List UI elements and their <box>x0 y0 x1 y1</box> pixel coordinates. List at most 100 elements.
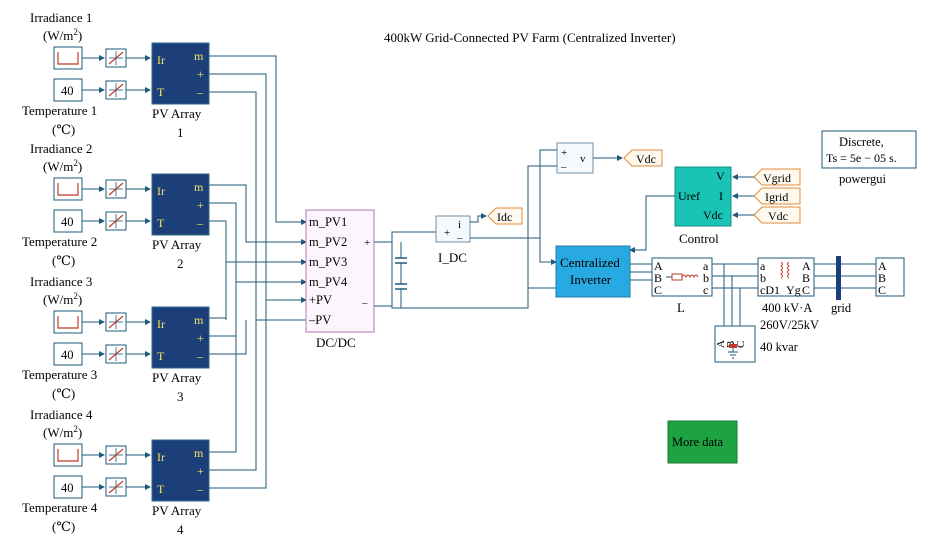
xfmr-A: A <box>802 259 811 273</box>
pv-port-t-2: T <box>157 216 165 230</box>
tag-idc[interactable]: Idc <box>487 207 523 225</box>
idc-label: I_DC <box>438 250 467 265</box>
dcdc-out-plus: + <box>364 237 370 249</box>
diagram-title: 400kW Grid-Connected PV Farm (Centralize… <box>384 30 676 45</box>
xfmr-yg: Yg <box>786 283 801 297</box>
temperature-limiter-1[interactable] <box>105 80 127 100</box>
inverter-line2: Inverter <box>570 272 612 287</box>
idc-plus: + <box>444 227 450 239</box>
pv-port-ir-1: Ir <box>157 53 165 67</box>
dcdc-converter[interactable]: m_PV1 m_PV2 m_PV3 m_PV4 +PV –PV + – DC/D… <box>305 209 375 350</box>
irradiance-limiter-1[interactable] <box>105 48 127 68</box>
pv-port-m-2: m <box>194 180 204 194</box>
grid-c: C <box>878 283 886 297</box>
inverter-line1: Centralized <box>560 255 620 270</box>
pv-port-minus-4: – <box>196 482 204 496</box>
temperature-unit-1: (℃) <box>52 122 75 137</box>
tag-vgrid[interactable]: Vgrid <box>753 168 801 186</box>
temperature-value-4: 40 <box>61 481 74 495</box>
dcdc-out-minus: – <box>361 297 368 309</box>
pv-array-label-4: PV Array <box>152 503 202 518</box>
dcdc-port-3: m_PV3 <box>309 255 347 269</box>
tag-igrid[interactable]: Igrid <box>753 187 801 205</box>
filter-label: L <box>677 300 685 315</box>
filter-c-out: c <box>703 283 708 297</box>
control-block[interactable]: V I Vdc Uref Control <box>674 166 732 246</box>
temperature-limiter-4[interactable] <box>105 477 127 497</box>
temperature-unit-4: (℃) <box>52 519 75 534</box>
capacitor-bank[interactable]: A B C 40 kvar <box>714 325 799 363</box>
temperature-label-4: Temperature 4 <box>22 500 98 515</box>
irradiance-limiter-3[interactable] <box>105 312 127 332</box>
vm-sym: v <box>580 153 586 165</box>
dcdc-port-1: m_PV1 <box>309 215 347 229</box>
powergui-block[interactable]: Discrete, Ts = 5e − 05 s. powergui <box>821 130 917 186</box>
filter-b-in: B <box>654 271 662 285</box>
irradiance-unit-3: (W/m2) <box>43 291 82 307</box>
temperature-label-1: Temperature 1 <box>22 103 97 118</box>
pv-array-num-2: 2 <box>177 256 184 271</box>
pv-array-label-3: PV Array <box>152 370 202 385</box>
dcdc-port-6: –PV <box>308 313 331 327</box>
pv-port-ir-2: Ir <box>157 184 165 198</box>
xfmr-rating: 400 kV·A <box>762 301 812 315</box>
irradiance-source-2[interactable] <box>53 177 83 201</box>
tag-vdc-control[interactable]: Vdc <box>753 206 801 224</box>
temperature-label-3: Temperature 3 <box>22 367 97 382</box>
idc-minus: – <box>456 232 463 244</box>
xfmr-C: C <box>802 283 810 297</box>
pv-array-label-2: PV Array <box>152 237 202 252</box>
temperature-constant-4[interactable]: 40 <box>53 475 83 499</box>
filter-b-out: b <box>703 271 709 285</box>
grid-source[interactable]: A B C <box>875 257 905 297</box>
temperature-constant-1[interactable]: 40 <box>53 78 83 102</box>
control-v-port: V <box>716 169 725 183</box>
irradiance-source-1[interactable] <box>53 46 83 70</box>
temperature-limiter-2[interactable] <box>105 211 127 231</box>
temperature-constant-2[interactable]: 40 <box>53 209 83 233</box>
irradiance-limiter-2[interactable] <box>105 179 127 199</box>
voltage-measurement[interactable]: + v – <box>556 142 594 174</box>
temperature-value-1: 40 <box>61 84 74 98</box>
grid-label: grid <box>831 301 852 315</box>
control-uref-port: Uref <box>678 189 700 203</box>
pv-port-minus-2: – <box>196 216 204 230</box>
xfmr-c: cD1 <box>760 283 780 297</box>
filter-a-in: A <box>654 259 663 273</box>
dcdc-port-5: +PV <box>309 293 332 307</box>
grid-b: B <box>878 271 886 285</box>
irradiance-label-1: Irradiance 1 <box>30 10 92 25</box>
dcdc-port-4: m_PV4 <box>309 275 348 289</box>
temperature-value-2: 40 <box>61 215 74 229</box>
irradiance-source-3[interactable] <box>53 310 83 334</box>
pv-port-minus-3: – <box>196 349 204 363</box>
temperature-label-2: Temperature 2 <box>22 234 97 249</box>
transformer[interactable]: a b cD1 Yg A B C 400 kV·A 260V/25kV <box>757 257 819 332</box>
centralized-inverter[interactable]: Centralized Inverter <box>555 245 631 298</box>
control-i-port: I <box>719 189 723 203</box>
dcdc-label: DC/DC <box>316 335 356 350</box>
temperature-limiter-3[interactable] <box>105 344 127 364</box>
temperature-constant-3[interactable]: 40 <box>53 342 83 366</box>
grid-busbar <box>836 256 841 300</box>
irradiance-limiter-4[interactable] <box>105 445 127 465</box>
grid-a: A <box>878 259 887 273</box>
powergui-line2: Ts = 5e − 05 s. <box>826 151 897 165</box>
pv-port-plus-2: + <box>197 198 204 212</box>
filter-inductor[interactable]: A B C a b c L <box>651 257 713 315</box>
tag-vdc[interactable]: Vdc <box>623 149 663 167</box>
pv-port-m-4: m <box>194 446 204 460</box>
current-measurement-idc[interactable]: + i – I_DC <box>435 215 471 265</box>
capbank-label: 40 kvar <box>760 340 799 354</box>
irradiance-source-4[interactable] <box>53 443 83 467</box>
capbank-c: C <box>735 341 747 348</box>
more-data-button[interactable]: More data <box>667 420 738 464</box>
